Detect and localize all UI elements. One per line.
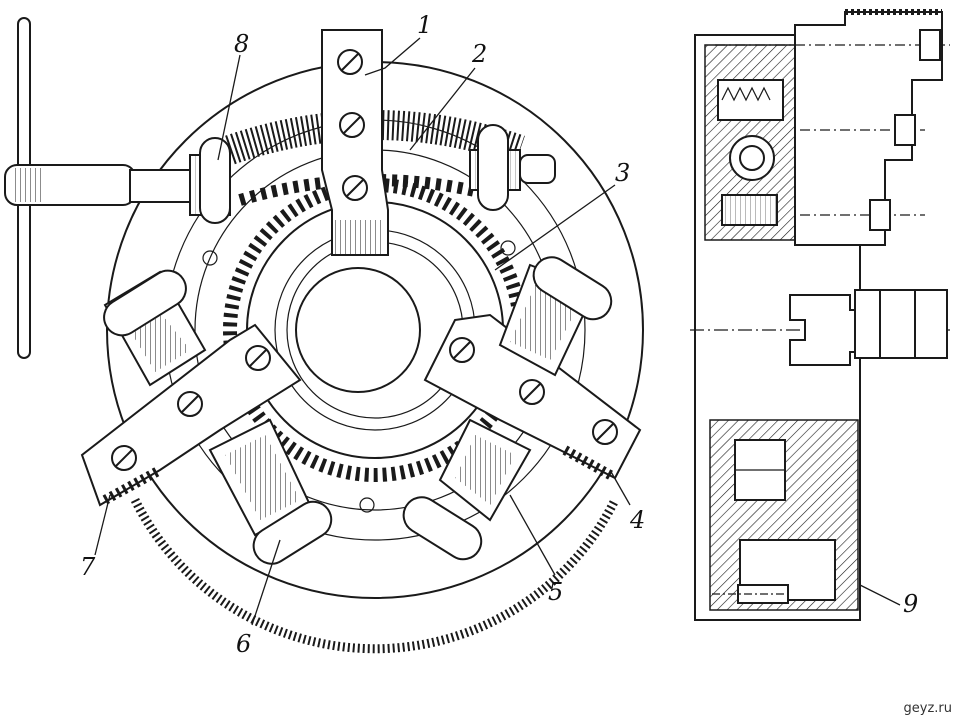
leader-3 xyxy=(494,184,616,271)
section-pinion xyxy=(729,135,775,181)
callout-9: 9 xyxy=(903,590,918,618)
leader-4 xyxy=(609,469,631,506)
plate-hole xyxy=(359,497,375,513)
callout-1: 1 xyxy=(417,11,432,39)
leader-6 xyxy=(251,539,281,626)
callout-8: 8 xyxy=(234,30,249,58)
site-watermark: geyz.ru xyxy=(903,701,952,716)
callout-5: 5 xyxy=(548,578,563,606)
plate-hole xyxy=(202,250,218,266)
jaw-left xyxy=(80,323,302,507)
slide-block-lower-right xyxy=(402,418,532,561)
plate-hole xyxy=(500,240,516,256)
callout-3: 3 xyxy=(615,159,630,187)
knurled-rim xyxy=(130,497,620,654)
slide-block-lower-left xyxy=(208,418,333,565)
section-spindle xyxy=(789,294,861,366)
leader-9 xyxy=(859,584,901,606)
callout-6: 6 xyxy=(236,630,251,658)
leader-7 xyxy=(94,494,111,556)
callout-2: 2 xyxy=(471,40,487,68)
jaw-top xyxy=(321,29,389,256)
slide-block-right xyxy=(498,256,613,377)
pinion-left-knob xyxy=(199,137,231,224)
callout-7: 7 xyxy=(80,553,96,581)
leader-2 xyxy=(409,67,476,151)
slide-block-left xyxy=(103,269,207,387)
callout-4: 4 xyxy=(629,506,645,534)
jaw-right xyxy=(423,313,642,481)
leader-1 xyxy=(364,37,421,76)
leader-8 xyxy=(217,54,241,161)
chuck-front-view xyxy=(4,17,644,654)
central-bore xyxy=(295,267,421,393)
section-jaw-profile xyxy=(794,11,943,246)
callouts: 1 2 3 4 5 6 7 8 9 xyxy=(80,11,918,658)
chuck-section-view xyxy=(690,9,950,621)
leader-5 xyxy=(509,494,556,576)
pinion-right xyxy=(469,124,556,211)
